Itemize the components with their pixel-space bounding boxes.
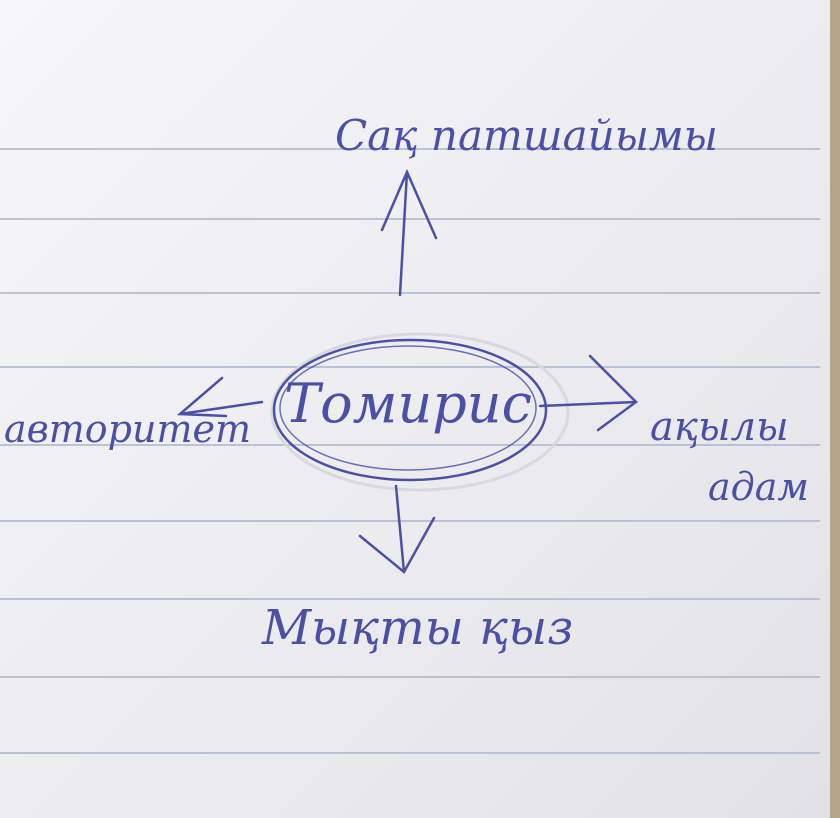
faint-ellipse-shadow — [270, 332, 570, 492]
center-ellipse — [272, 338, 548, 482]
right-label-line2: адам — [708, 465, 809, 509]
ruled-line — [0, 366, 820, 368]
ruled-line — [0, 218, 820, 220]
arrow-down — [358, 484, 436, 574]
center-label: Томирис — [284, 372, 532, 435]
ruled-line — [0, 752, 820, 754]
bottom-label: Мықты қыз — [261, 600, 573, 656]
arrow-right — [538, 354, 638, 432]
ruled-line — [0, 598, 820, 600]
ruled-line — [0, 676, 820, 678]
top-label: Сақ патшайымы — [335, 111, 718, 160]
arrow-left — [176, 376, 264, 418]
arrow-up — [380, 168, 438, 297]
ruled-line — [0, 520, 820, 522]
left-label: авторитет — [4, 407, 251, 451]
center-ellipse-inner — [279, 345, 537, 471]
right-label-line1: ақылы — [650, 404, 789, 450]
ruled-line — [0, 292, 820, 294]
ruled-line — [0, 148, 820, 150]
ruled-line — [0, 444, 820, 446]
